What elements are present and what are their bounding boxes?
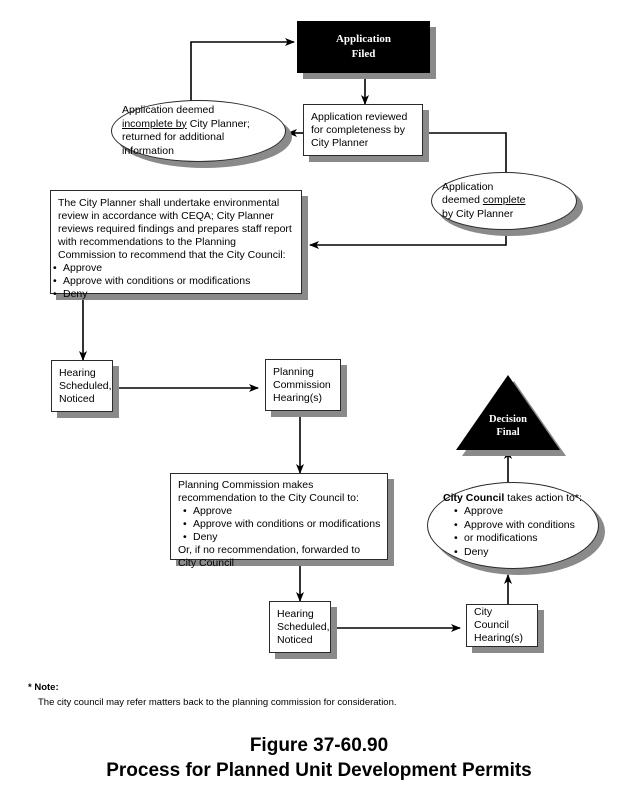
deemed-complete-line1: Application: [442, 180, 494, 193]
list-item: Deny: [53, 288, 301, 301]
pc-recommendation-line3: Or, if no recommendation, forwarded to: [178, 544, 361, 556]
pc-recommendation-line1: Planning Commission makes: [178, 479, 314, 491]
deemed-complete-line3: by City Planner: [442, 207, 514, 220]
list-item: Approve with conditions or modifications: [183, 518, 387, 531]
list-item: Deny: [183, 531, 387, 544]
pc-hearings-line2: Commission: [273, 378, 331, 391]
city-council-action-lead: City Council takes action to*:: [428, 492, 598, 506]
hearing-scheduled-2-line2: Scheduled,: [277, 620, 330, 633]
ceqa-review-bullets: Approve Approve with conditions or modif…: [51, 262, 301, 301]
application-filed-box: Application Filed: [297, 21, 430, 73]
hearing-scheduled-1-box: Hearing Scheduled, Noticed: [51, 360, 113, 412]
pc-recommendation-line4: City Council: [178, 557, 235, 569]
city-council-action-ellipse: City Council takes action to*: Approve A…: [427, 482, 599, 569]
footnote: * Note: The city council may refer matte…: [28, 680, 588, 710]
deemed-complete-underline: complete: [482, 194, 526, 207]
city-council-bold: City Council: [443, 491, 505, 504]
deemed-complete-ellipse: Application deemed complete by City Plan…: [431, 172, 577, 230]
list-item: Approve: [183, 505, 387, 518]
decision-final-line2: Final: [496, 427, 520, 438]
figure-number: Figure 37-60.90: [249, 735, 389, 756]
hearing-scheduled-2-line3: Noticed: [277, 633, 313, 646]
hearing-scheduled-2-line1: Hearing: [277, 607, 314, 620]
figure-caption: Figure 37-60.90 Process for Planned Unit…: [0, 733, 638, 783]
application-reviewed-box: Application reviewed for completeness by…: [303, 104, 423, 156]
list-item: Approve with conditions or modifications: [53, 275, 301, 288]
deemed-incomplete-line2-rest: City Planner;: [186, 117, 250, 130]
hearing-scheduled-2-box: Hearing Scheduled, Noticed: [269, 601, 331, 653]
decision-final-triangle: [456, 375, 560, 450]
decision-final-line1: Decision: [489, 414, 527, 425]
deemed-complete-line2: deemed complete: [432, 194, 576, 208]
city-council-lead-rest: takes action to*:: [504, 491, 582, 504]
hearing-scheduled-1-line1: Hearing: [59, 366, 96, 379]
list-item: Approve: [53, 262, 301, 275]
pc-recommendation-box: Planning Commission makes recommendation…: [170, 473, 388, 569]
pc-recommendation-line2: recommendation to the City Council to:: [178, 492, 359, 504]
deemed-incomplete-line2: incomplete by City Planner;: [112, 118, 285, 132]
pc-hearings-line1: Planning: [273, 365, 314, 378]
node-decision-final: Decision Final: [456, 375, 566, 457]
application-reviewed-line1: Application reviewed: [311, 110, 408, 123]
ceqa-review-box: The City Planner shall undertake environ…: [50, 190, 302, 301]
deemed-incomplete-line1: Application deemed: [122, 104, 215, 116]
hearing-scheduled-1-line2: Scheduled,: [59, 379, 112, 392]
hearing-scheduled-1-line3: Noticed: [59, 392, 95, 405]
deemed-complete-line2-pre: deemed: [442, 194, 483, 207]
cc-hearings-line1: City Council: [474, 606, 510, 631]
cc-hearings-line2: Hearing(s): [474, 632, 524, 644]
ceqa-review-paragraph: The City Planner shall undertake environ…: [58, 197, 292, 261]
application-filed-line1: Application: [335, 33, 391, 45]
application-filed-line2: Filed: [351, 48, 376, 60]
decision-final-label: Decision Final: [456, 413, 560, 439]
pc-hearings-box: Planning Commission Hearing(s): [265, 359, 341, 411]
list-item: Approve: [454, 505, 598, 519]
deemed-incomplete-ellipse: Application deemed incomplete by City Pl…: [111, 100, 286, 162]
footnote-marker: * Note:: [28, 682, 59, 693]
pc-hearings-line3: Hearing(s): [273, 391, 323, 404]
deemed-incomplete-line3: returned for additional: [122, 131, 225, 143]
list-item: Deny: [454, 546, 598, 560]
application-reviewed-line3: City Planner: [311, 136, 369, 149]
application-reviewed-line2: for completeness by: [311, 123, 405, 136]
list-item-continuation: or modifications: [454, 532, 598, 546]
footnote-text: The city council may refer matters back …: [38, 697, 397, 708]
figure-title: Process for Planned Unit Development Per…: [106, 760, 532, 781]
connector-reviewed-to-complete: [428, 132, 507, 172]
pc-recommendation-bullets: Approve Approve with conditions or modif…: [171, 505, 387, 544]
deemed-incomplete-underline: incomplete by: [122, 117, 187, 130]
cc-hearings-box: City Council Hearing(s): [466, 604, 538, 647]
list-item: Approve with conditions: [454, 519, 598, 533]
deemed-incomplete-line4: information: [122, 144, 174, 157]
city-council-action-bullets: Approve Approve with conditions or modif…: [428, 505, 598, 559]
